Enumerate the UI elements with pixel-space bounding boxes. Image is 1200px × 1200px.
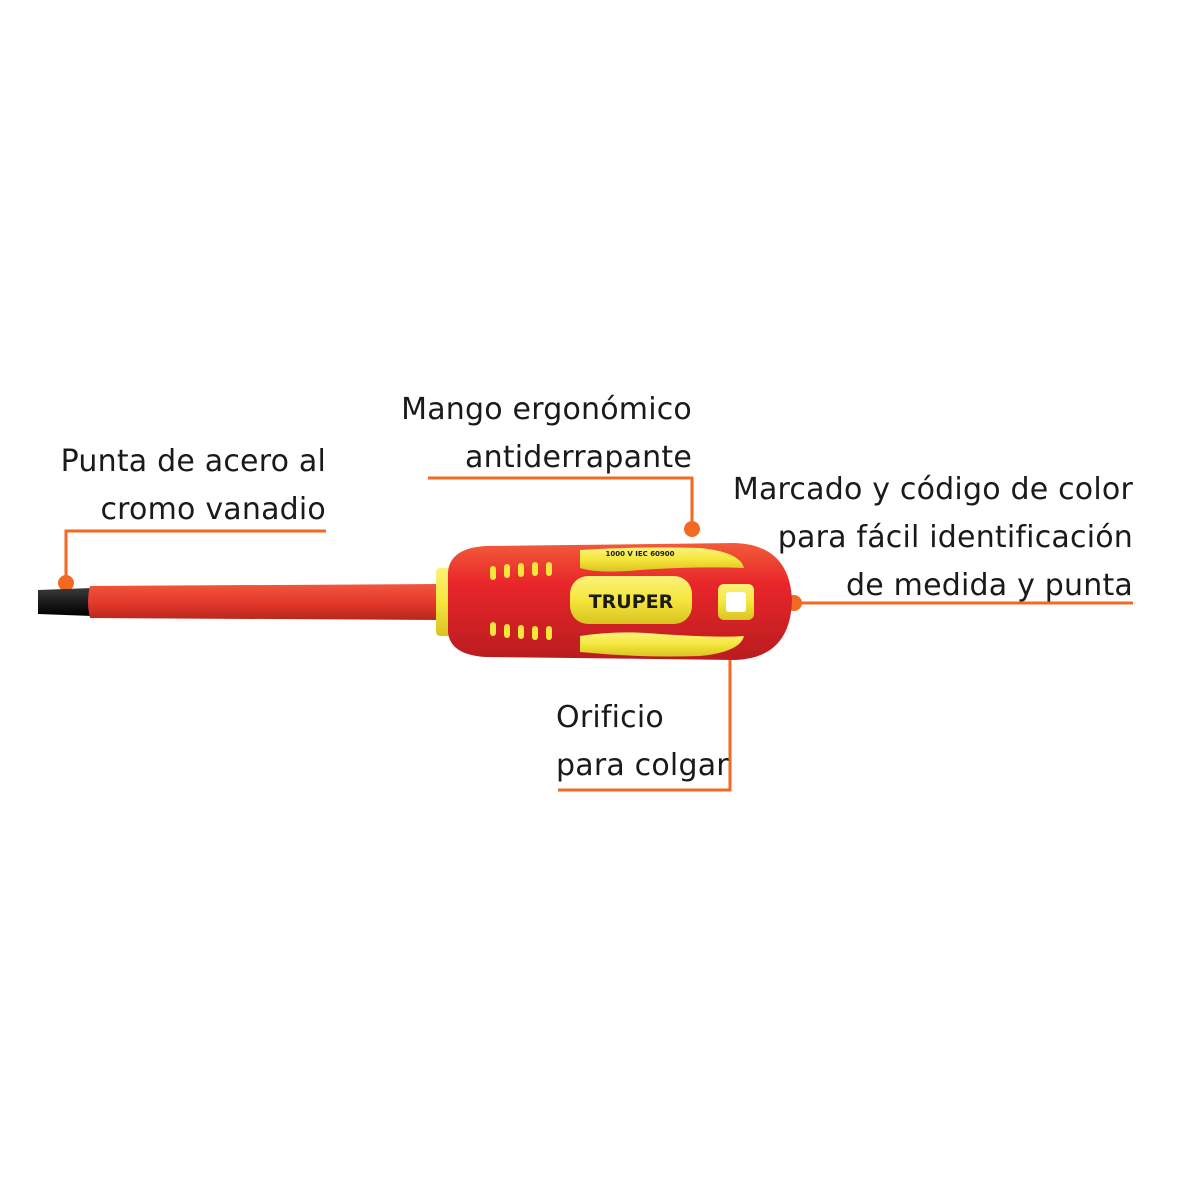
- dot-grip: [684, 521, 700, 537]
- callout-tip: Punta de acero al cromo vanadio: [61, 438, 326, 534]
- brand-plate: [570, 576, 692, 624]
- leader-grip: [428, 476, 694, 528]
- grip-bottom: [580, 632, 744, 657]
- grip-ridges-top: [490, 562, 552, 580]
- handle-marking-text: 1000 V IEC 60900: [605, 550, 674, 558]
- leader-tip: [64, 529, 326, 582]
- callout-hole: Orificio para colgar: [556, 694, 729, 790]
- grip-top: [580, 547, 744, 572]
- leader-hole: [558, 624, 732, 792]
- callout-marking-line-3: de medida y punta: [846, 568, 1133, 603]
- callout-marking-line-1: Marcado y código de color: [732, 472, 1133, 507]
- callout-tip-line-1: Punta de acero al: [60, 444, 326, 479]
- hanging-hole: [726, 592, 746, 612]
- leader-lines: [64, 476, 1133, 792]
- callout-hole-line-1: Orificio: [556, 700, 664, 735]
- brand-logo-text: TRUPER: [589, 591, 674, 613]
- callout-tip-line-2: cromo vanadio: [100, 492, 326, 527]
- callout-marking: Marcado y código de color para fácil ide…: [733, 466, 1133, 610]
- blade-tip: [38, 588, 92, 616]
- callout-grip-line-1: Mango ergonómico: [401, 392, 692, 427]
- screwdriver: TRUPER 1000 V IEC 60900: [38, 543, 792, 660]
- callout-hole-line-2: para colgar: [556, 748, 729, 783]
- dot-tip: [58, 575, 74, 591]
- grip-ridges-bottom: [490, 622, 552, 640]
- callout-marking-line-2: para fácil identificación: [777, 520, 1133, 555]
- insulated-shaft: [88, 584, 440, 620]
- callout-grip: Mango ergonómico antiderrapante: [401, 386, 692, 482]
- callout-grip-line-2: antiderrapante: [465, 440, 692, 475]
